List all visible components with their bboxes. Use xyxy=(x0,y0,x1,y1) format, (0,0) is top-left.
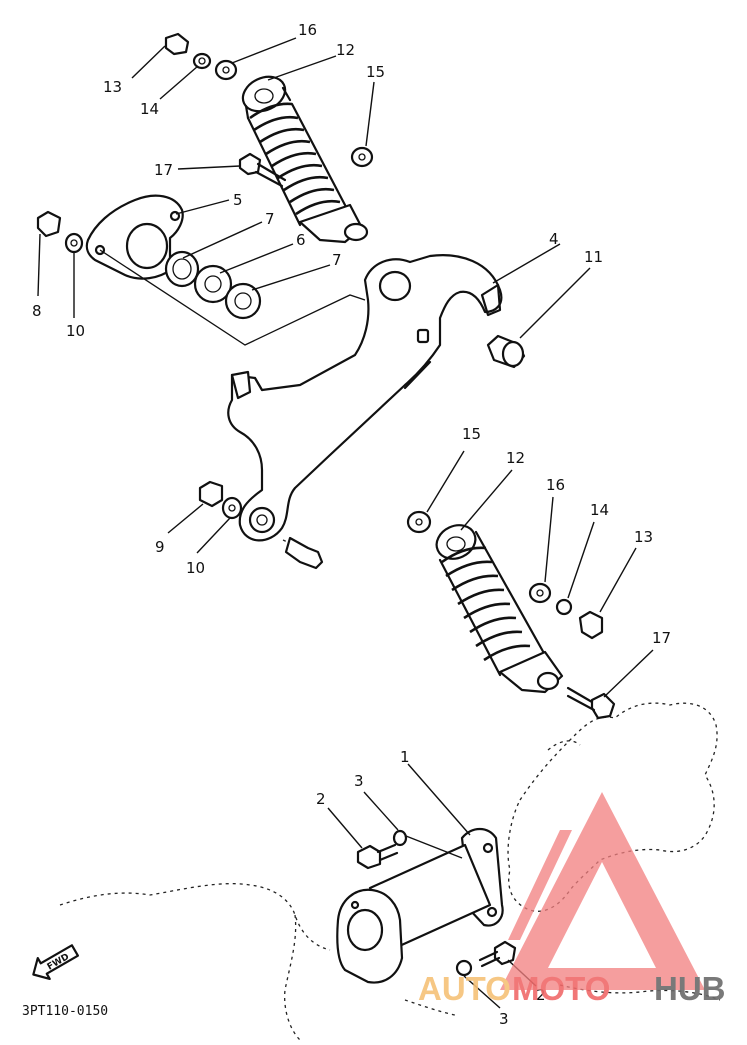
nut-9-icon xyxy=(198,480,224,508)
callout-7-second: 7 xyxy=(332,251,342,269)
callout-6: 6 xyxy=(296,231,306,249)
callout-10-lower: 10 xyxy=(186,559,205,577)
callout-11: 11 xyxy=(584,248,603,266)
callout-3-lower: 3 xyxy=(499,1010,509,1028)
callout-15-upper: 15 xyxy=(366,63,385,81)
bolt-13-lower-icon xyxy=(578,610,604,640)
callout-13-upper: 13 xyxy=(103,78,122,96)
bolt-8-icon xyxy=(36,210,62,238)
callout-16-lower: 16 xyxy=(546,476,565,494)
bolt-2-lower-icon xyxy=(493,940,517,966)
callout-9: 9 xyxy=(155,538,165,556)
engine-mount-arm xyxy=(227,254,503,570)
callout-13-lower: 13 xyxy=(634,528,653,546)
callout-14-lower: 14 xyxy=(590,501,609,519)
callout-16-upper: 16 xyxy=(298,21,317,39)
washer-14-upper-icon xyxy=(192,52,212,70)
watermark-text-moto: MOTO xyxy=(512,970,610,1007)
washer-10-lower-icon xyxy=(221,496,243,520)
bolt-2-upper-icon xyxy=(356,844,382,870)
lower-shock-absorber xyxy=(406,510,616,720)
callout-1: 1 xyxy=(400,748,410,766)
drawing-code: 3PT110-0150 xyxy=(22,1004,108,1019)
watermark-triangle-icon xyxy=(500,792,705,990)
callout-7-first: 7 xyxy=(265,210,275,228)
callout-17-lower: 17 xyxy=(652,629,671,647)
bolt-17-lower-icon xyxy=(590,692,616,720)
callout-14-upper: 14 xyxy=(140,100,159,118)
callout-8: 8 xyxy=(32,302,42,320)
bracket-and-bearings xyxy=(36,194,366,346)
upper-hardware xyxy=(164,32,374,188)
washer-3-upper-icon xyxy=(392,829,408,847)
washer-14-lower-icon xyxy=(555,598,573,616)
callout-4: 4 xyxy=(549,230,559,248)
callout-2-upper: 2 xyxy=(316,790,326,808)
callout-10-upper: 10 xyxy=(66,322,85,340)
mid-hardware xyxy=(198,480,243,520)
leader-lines xyxy=(37,37,654,1009)
callout-12-lower: 12 xyxy=(506,449,525,467)
callout-3-upper: 3 xyxy=(354,772,364,790)
washer-16-lower-icon xyxy=(528,582,552,604)
collar-11 xyxy=(486,334,526,369)
callout-2-lower: 2 xyxy=(536,986,546,1004)
callout-12-upper: 12 xyxy=(336,41,355,59)
upper-shock-absorber xyxy=(241,75,369,244)
watermark-text-hub: HUB xyxy=(654,970,726,1007)
pivot-tube-assembly xyxy=(336,827,517,984)
watermark-text-auto: AUTO xyxy=(418,970,511,1007)
washer-3-lower-icon xyxy=(455,959,473,977)
washer-10-upper-icon xyxy=(64,232,84,254)
fwd-arrow-icon: FWD xyxy=(32,944,80,980)
callouts: 16 12 13 14 15 17 5 7 6 7 4 11 8 10 15 1… xyxy=(32,21,671,1028)
callout-17-upper: 17 xyxy=(154,161,173,179)
washer-15-lower-icon xyxy=(406,510,432,534)
callout-5: 5 xyxy=(233,191,243,209)
washer-15-upper-icon xyxy=(350,146,374,168)
washer-16-upper-icon xyxy=(214,59,238,81)
watermark-logo: AUTO MOTO HUB xyxy=(418,792,726,1007)
callout-15-lower: 15 xyxy=(462,425,481,443)
bolt-13-upper-icon xyxy=(164,32,190,56)
